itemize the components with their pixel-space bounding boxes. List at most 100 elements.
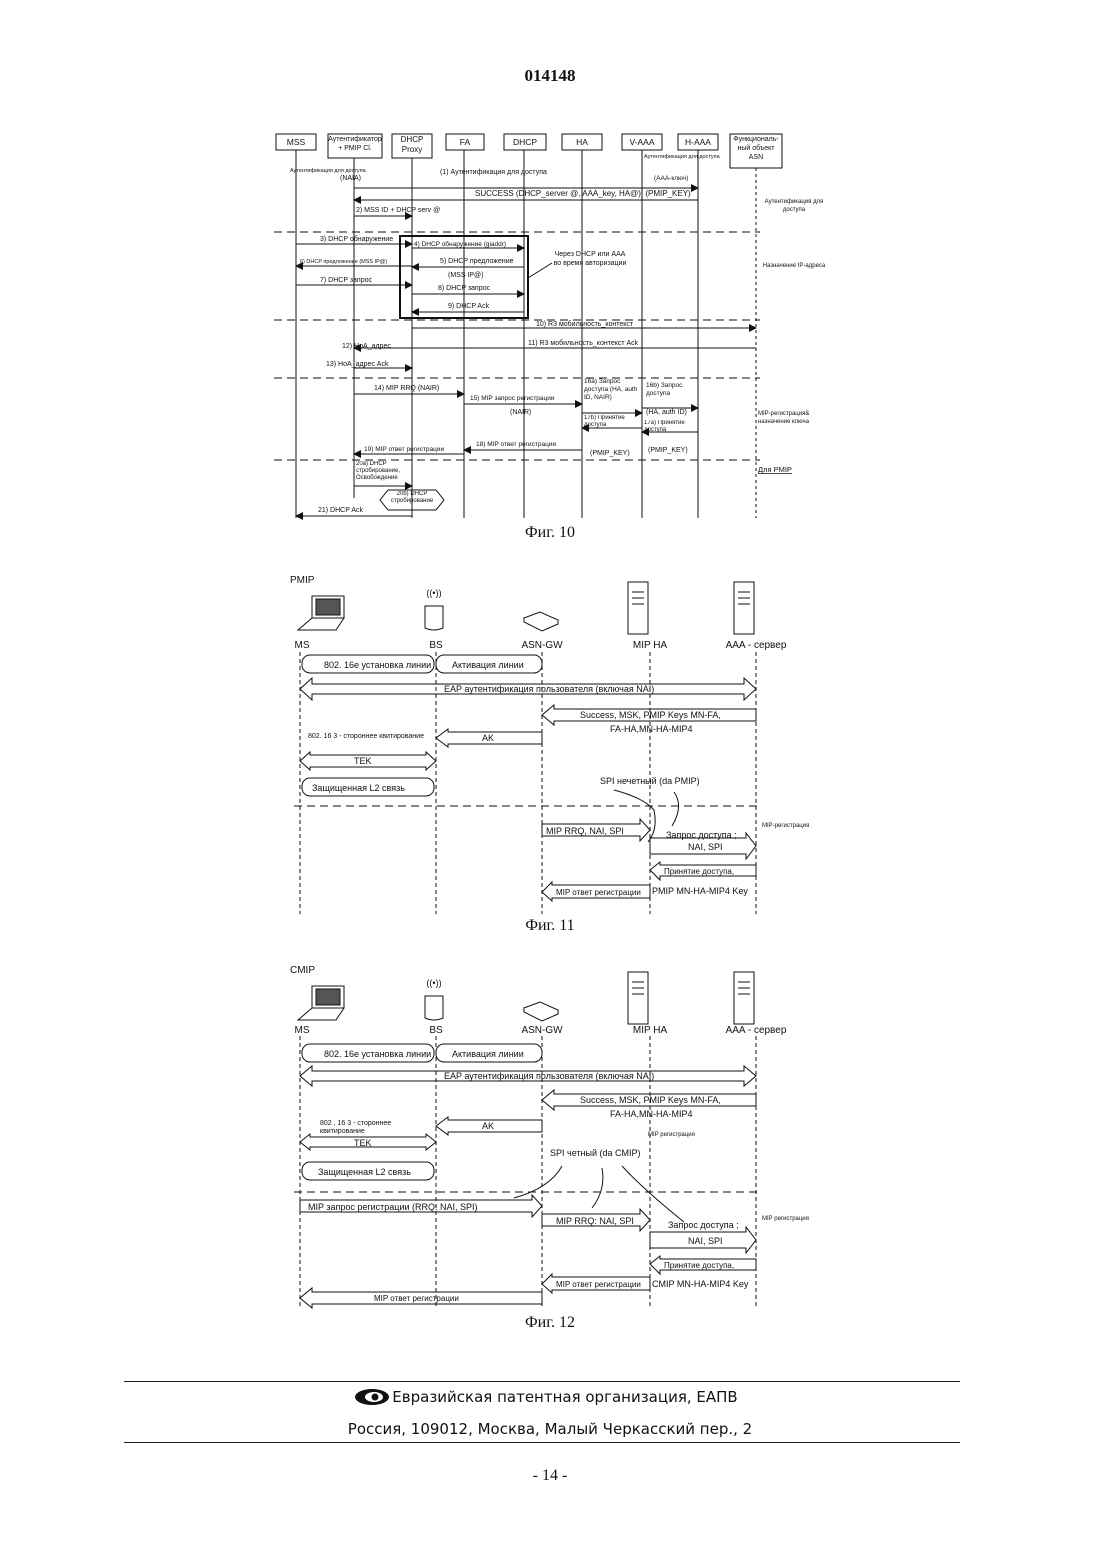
fig12-msg-access-request: Запрос доступа ; [668,1220,739,1230]
fig11-entity-bs: BS [429,640,443,651]
fig11-msg-link-activation: Активация линии [452,660,524,670]
fig10-msg-13: 13) HoA_адрес Ack [326,361,389,368]
fig11-sequence-diagram: PMIP ((•)) MS BS ASN-GW MIP HA AAA - сер… [284,570,824,916]
fig12-entity-aaa: AAA - сервер [726,1025,787,1036]
fig12-mode-label: CMIP [290,965,315,976]
fig12-msg-mip-request: MIP запрос регистрации (RRQ: NAI, SPI) [308,1202,478,1212]
fig10-entity-fa: FA [460,137,471,147]
mip-ha-server-icon [628,582,648,634]
fig10-msg-auth-vaaa: Аутентификация для доступа [644,154,721,160]
fig10-entity-h-aaa: H-AAA [685,137,711,147]
fig10-msg-14: 14) MIP RRQ (NAIR) [374,385,439,392]
fig10-entity-dhcp: DHCP [513,137,537,147]
router-icon [524,1002,558,1021]
fig11-phase-mip: MIP-регистрация [762,823,809,829]
fig10-msg-8: 8) DHCP запрос [438,285,491,292]
footer-top-divider [124,1381,960,1382]
fig10-phase-ip: Назначение IP-адреса [758,262,830,270]
fig10-msg-aaa-key: (AAA-ключ) [654,175,688,182]
footer-organization: Евразийская патентная организация, ЕАПВ [0,1388,1100,1406]
fig10-msg-1: (1) Аутентификация для доступа [440,169,547,176]
fig11-msg-success-2: FA-HA,MN-HA-MIP4 [610,724,693,734]
fig10-msg-15: 15) MIP запрос регистрации [470,395,555,402]
fig10-msg-18: 18) MIP ответ регистрации [476,441,556,448]
fig10-msg-success: SUCCESS (DHCP_server @, AAA_key, HA@), (… [475,189,691,198]
fig12-msg-access-accept: Принятие доступа, [664,1261,734,1270]
fig11-msg-pmip-key: PMIP MN-HA-MIP4 Key [652,886,748,896]
fig10-msg-pmip-key-2: (PMIP_KEY) [648,447,688,454]
fig10-note-dhcp-aaa: Через DHCP или AAA во время авторизации [552,250,628,268]
fig10-phase-auth: Аутентификация для доступа [758,198,830,214]
fig12-msg-nai-spi: NAI, SPI [688,1236,723,1246]
fig10-msg-auth-left: Аутентификация для доступа [290,168,367,174]
fig11-msg-link-setup: 802. 16e установка линии [324,660,431,670]
fig10-msg-ha-auth: (HA, auth ID) [646,409,687,416]
fig11-msg-mip-rrq: MIP RRQ, NAI, SPI [546,826,624,836]
fig12-entity-ms: MS [295,1025,310,1036]
page-number: - 14 - [0,1467,1100,1485]
fig10-sequence-diagram: MSS Аутентификатор + PMIP Cl. DHCP Proxy… [270,128,830,524]
fig10-msg-10: 10) R3 мобильность_контекст [536,320,634,328]
router-icon [524,612,558,631]
fig11-msg-ak: AK [482,733,494,743]
fig12-phase-mip: MIP регистрация [762,1216,809,1222]
aaa-server-icon [734,972,754,1024]
fig11-entity-mip-ha: MIP HA [633,640,668,651]
fig12-msg-tek: TEK [354,1138,372,1148]
fig12-entity-bs: BS [429,1025,443,1036]
fig10-entity-mss: MSS [287,137,306,147]
fig12-entity-mip-ha: MIP HA [633,1025,668,1036]
fig12-msg-success-2: FA-HA,MN-HA-MIP4 [610,1109,693,1119]
fig12-caption: Фиг. 12 [0,1314,1100,1332]
document-number: 014148 [0,66,1100,86]
fig11-msg-success-1: Success, MSK, PMIP Keys MN-FA, [580,710,721,720]
fig10-msg-nair: (NAIR) [510,409,531,416]
fig12-msg-cmip-key: CMIP MN-HA-MIP4 Key [652,1279,749,1289]
fig10-msg-pmip-key-1: (PMIP_KEY) [590,450,630,457]
fig10-msg-20a: 20a) DHCP стробирование, Освобождение [356,461,412,482]
fig10-entity-v-aaa: V-AAA [629,137,654,147]
fig10-entity-authenticator: Аутентификатор + PMIP Cl. [328,135,382,153]
fig10-msg-16b: 16b) Запрос доступа [646,382,700,398]
fig11-msg-handshake: 802. 16 3 - стороннее квитирование [308,732,430,741]
fig10-entity-dhcp-proxy: DHCP Proxy [392,135,432,155]
fig12-msg-eap: EAP аутентификация пользователя (включая… [444,1071,654,1081]
fig10-msg-5: 5) DHCP предложение [440,258,514,265]
fig12-msg-mip-reply-ms: MIP ответ регистрации [374,1294,459,1303]
fig11-msg-spi-odd: SPI нечетный (da PMIP) [600,776,700,786]
fig11-entity-asn-gw: ASN-GW [521,640,563,651]
fig10-entity-asn-functional: Функциональ-ный объект ASN [730,135,782,162]
fig11-caption: Фиг. 11 [0,917,1100,935]
footer-address: Россия, 109012, Москва, Малый Черкасский… [0,1420,1100,1438]
svg-text:((•)): ((•)) [426,588,441,598]
fig11-msg-secure-l2: Защищенная L2 связь [312,783,405,793]
fig12-sequence-diagram: CMIP ((•)) MS BS ASN-GW MIP HA AAA - сер… [284,960,824,1310]
fig10-msg-9: 9) DHCP Ack [448,303,490,310]
fig10-entity-ha: HA [576,137,588,147]
mip-ha-server-icon [628,972,648,1024]
fig10-msg-17b: 17b) Принятие доступа [584,415,642,429]
fig10-msg-21: 21) DHCP Ack [318,507,363,514]
fig11-msg-tek: TEK [354,756,372,766]
fig10-caption: Фиг. 10 [0,524,1100,542]
fig10-msg-nai-a: (NAIA) [340,175,361,182]
fig11-mode-label: PMIP [290,575,315,586]
fig12-msg-success-1: Success, MSK, PMIP Keys MN-FA, [580,1095,721,1105]
fig11-entity-ms: MS [295,640,310,651]
base-station-icon: ((•)) [425,978,443,1020]
fig12-msg-mip-reply-gw: MIP ответ регистрации [556,1280,641,1289]
fig12-msg-ak: AK [482,1121,494,1131]
fig12-msg-mip-rrq: MIP RRQ: NAI, SPI [556,1216,634,1226]
fig10-msg-4: 4) DHCP обнаружение (giaddr) [414,240,506,248]
fig11-msg-eap: EAP аутентификация пользователя (включая… [444,684,654,694]
fig12-msg-handshake: 802 , 16 3 - стороннее квитирование [320,1120,430,1136]
fig12-msg-secure-l2: Защищенная L2 связь [318,1167,411,1177]
fig11-msg-nai-spi: NAI, SPI [688,842,723,852]
fig10-msg-3: 3) DHCP обнаружение [320,235,393,243]
fig10-phase-mip: MIP-регистрация& назначение ключа [758,410,830,426]
fig12-note-mip-reg: MIP регистрация [648,1132,695,1138]
laptop-icon [298,986,344,1020]
fig12-entity-asn-gw: ASN-GW [521,1025,563,1036]
fig12-msg-link-setup: 802. 16e установка линии [324,1049,431,1059]
fig10-msg-20b: 20b) DHCP стробирование [388,491,436,505]
